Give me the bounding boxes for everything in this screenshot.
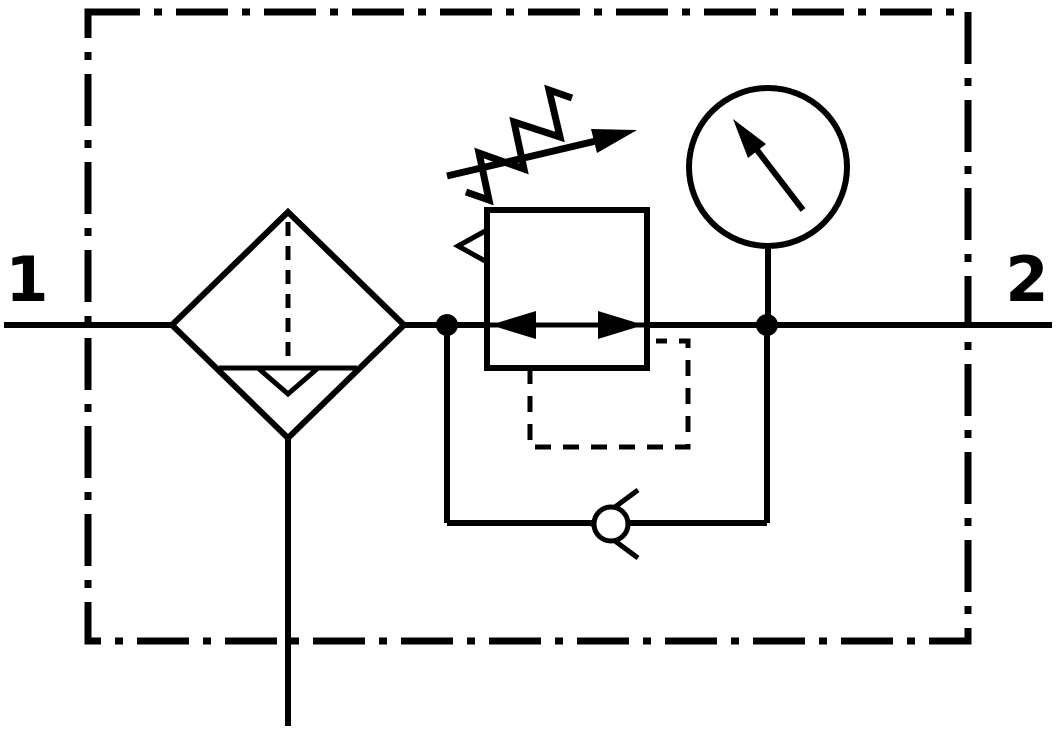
regulator-right-arrowhead: [598, 311, 644, 339]
check-valve-ball: [591, 504, 631, 544]
port-1-label: 1: [5, 243, 48, 316]
filter-with-water-separator-icon: [167, 207, 409, 726]
adjustment-arrow-shaft: [446, 137, 597, 180]
pilot-line-icon: [527, 338, 691, 450]
junction-dot-left: [436, 314, 458, 336]
port-2-label: 2: [1005, 243, 1048, 316]
adjustment-arrowhead: [591, 129, 637, 153]
check-valve-icon: [587, 487, 640, 561]
adjustable-pressure-regulator-icon: [446, 84, 650, 371]
regulator-body: [484, 207, 650, 371]
pressure-gauge-icon: [686, 85, 850, 325]
gauge-needle-arrowhead: [733, 119, 766, 158]
gauge-needle: [754, 148, 806, 212]
adjustment-spring: [464, 84, 574, 206]
separator-triangle: [256, 366, 320, 398]
regulator-left-arrowhead: [490, 311, 536, 339]
junction-dot-right: [756, 314, 778, 336]
bypass-line: [444, 325, 770, 561]
relief-vent-arrow: [452, 227, 489, 265]
